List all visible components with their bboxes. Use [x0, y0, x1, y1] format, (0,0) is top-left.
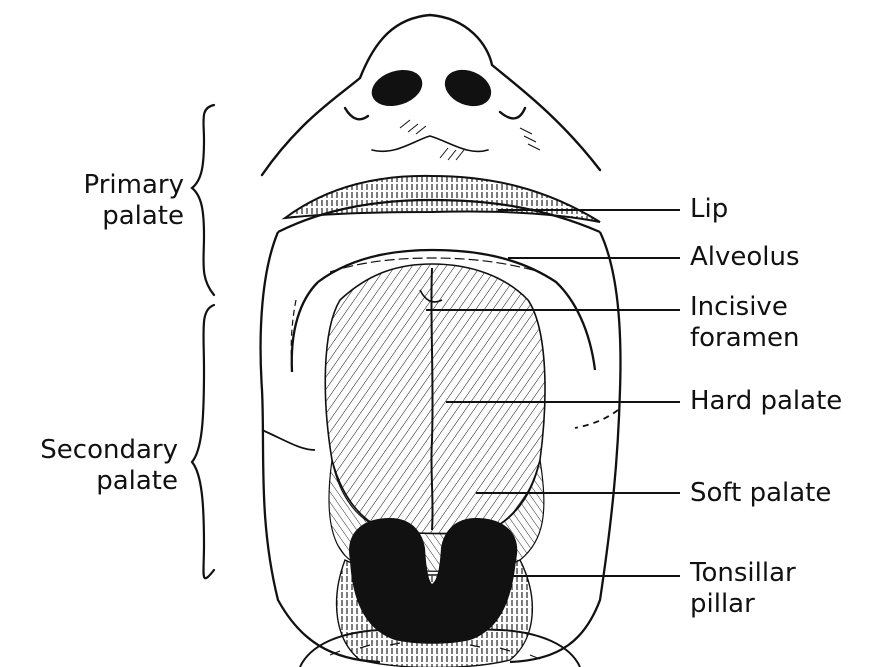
primary-palate-brace [192, 105, 214, 295]
label-soft-text: Soft palate [690, 478, 831, 509]
label-incisive-line1: Incisive [690, 292, 799, 323]
label-soft-palate: Soft palate [690, 478, 831, 509]
label-hard-palate: Hard palate [690, 386, 842, 417]
label-alveolus: Alveolus [690, 242, 800, 273]
secondary-palate-brace [192, 305, 214, 578]
label-primary-palate: Primary palate [52, 170, 184, 232]
label-incisive-foramen: Incisive foramen [690, 292, 799, 354]
label-secondary-line1: Secondary [8, 435, 178, 466]
label-lip-text: Lip [690, 194, 728, 225]
label-primary-line1: Primary [52, 170, 184, 201]
label-hard-text: Hard palate [690, 386, 842, 417]
label-secondary-palate: Secondary palate [8, 435, 178, 497]
label-alveolus-text: Alveolus [690, 242, 800, 273]
nose [262, 15, 600, 175]
upper-lip [278, 176, 600, 232]
label-primary-line2: palate [52, 201, 184, 232]
nostrils [367, 63, 497, 113]
label-incisive-line2: foramen [690, 323, 799, 354]
label-secondary-line2: palate [8, 466, 178, 497]
label-lip: Lip [690, 194, 728, 225]
label-tonsillar-line1: Tonsillar [690, 558, 796, 589]
label-tonsillar-pillar: Tonsillar pillar [690, 558, 796, 620]
label-tonsillar-line2: pillar [690, 589, 796, 620]
